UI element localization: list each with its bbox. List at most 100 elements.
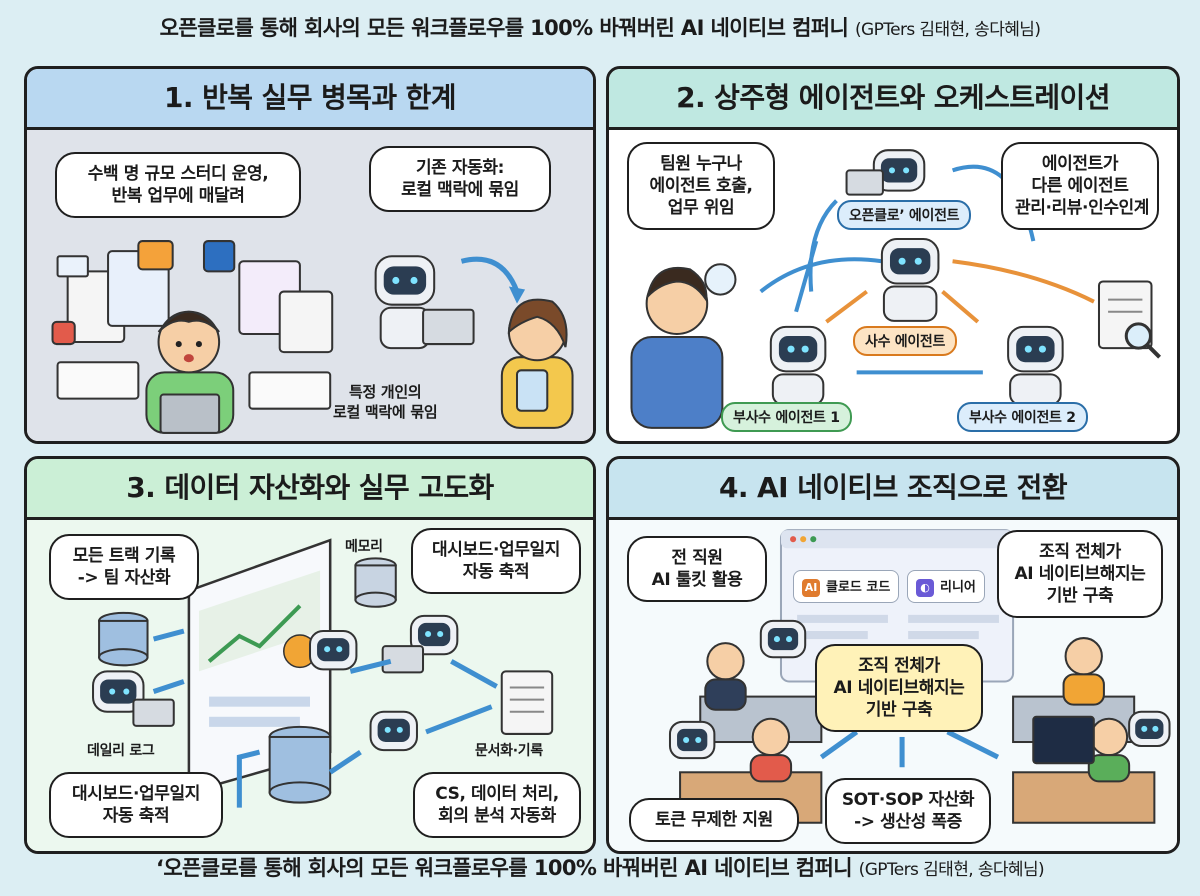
bubble-agent-management-line-2: 다른 에이전트 bbox=[1031, 176, 1129, 196]
arrow-icon bbox=[825, 289, 868, 324]
arrow-icon bbox=[460, 256, 520, 293]
bubble-track-records-line-1: 모든 트랙 기록 bbox=[72, 546, 176, 566]
bubble-dashboard-accumulation-top: 대시보드·업무일지 자동 축적 bbox=[411, 528, 581, 594]
megaphone-icon bbox=[704, 263, 737, 296]
bubble-org-foundation-center-line-1: 조직 전체가 bbox=[858, 656, 940, 676]
monitor-icon bbox=[1032, 715, 1095, 765]
bubble-ai-toolkit: 전 직원 AI 툴킷 활용 bbox=[627, 536, 767, 602]
footer-title-text: ‘오픈클로를 통해 회사의 모든 워크플로우를 100% 바꿔버린 AI 네이티… bbox=[155, 856, 853, 880]
browser-window-icon bbox=[779, 529, 1015, 683]
assistant-robot-icon bbox=[668, 720, 716, 760]
bubble-org-foundation-top-line-3: 기반 구축 bbox=[1046, 586, 1114, 606]
assistant-robot-icon bbox=[759, 619, 807, 659]
bubble-legacy-automation-line-2: 로컬 맥락에 묶임 bbox=[401, 180, 519, 200]
local-context-caption: 특정 개인의 로컬 맥락에 묶임 bbox=[333, 382, 438, 422]
arrow-icon bbox=[946, 729, 1000, 760]
analyst-robot-icon bbox=[308, 629, 358, 671]
bubble-ai-toolkit-line-1: 전 직원 bbox=[671, 548, 723, 568]
tag-junior-agent-1: 부사수 에이전트 1 bbox=[721, 402, 852, 432]
bubble-automation-tasks-line-1: CS, 데이터 처리, bbox=[435, 784, 559, 804]
label-memory: 메모리 bbox=[345, 539, 383, 555]
panel-bottleneck-title: 1. 반복 실무 병목과 한계 bbox=[27, 69, 593, 130]
claude-code-icon: AI bbox=[802, 578, 820, 597]
arrow-icon bbox=[794, 240, 819, 313]
bubble-agent-management: 에이전트가 다른 에이전트 관리·리뷰·인수인계 bbox=[1001, 142, 1159, 230]
employee-icon bbox=[704, 642, 747, 711]
bubble-automation-tasks-line-2: 회의 분석 자동화 bbox=[438, 806, 556, 826]
panel-bottleneck: 1. 반복 실무 병목과 한계 bbox=[24, 66, 596, 444]
panel-data-assets-body: 모든 트랙 기록 -> 팀 자산화 대시보드·업무일지 자동 축적 대시보드·업… bbox=[27, 520, 593, 851]
bubble-track-records-line-2: -> 팀 자산화 bbox=[77, 568, 171, 588]
arrow-icon bbox=[450, 659, 498, 689]
orchestration-illustration bbox=[630, 149, 1161, 429]
reporter-robot-icon bbox=[369, 710, 418, 752]
panel-ai-native: 4. AI 네이티브 조직으로 전환 bbox=[606, 456, 1180, 854]
bubble-sot-sop-line-1: SOT·SOP 자산화 bbox=[841, 790, 975, 810]
panel-data-assets-title: 3. 데이터 자산화와 실무 고도화 bbox=[27, 459, 593, 520]
bubble-manual-work-line-2: 반복 업무에 매달려 bbox=[111, 186, 245, 206]
bubble-manual-work-line-1: 수백 명 규모 스터디 운영, bbox=[87, 164, 269, 184]
openclaw-agent-robot-icon bbox=[845, 149, 926, 196]
arrow-icon bbox=[349, 658, 392, 674]
bubble-team-delegation-line-3: 업무 위임 bbox=[667, 198, 735, 218]
document-icon bbox=[500, 670, 554, 735]
employee-icon bbox=[1087, 717, 1131, 783]
tag-junior-agent-2: 부사수 에이전트 2 bbox=[957, 402, 1088, 432]
panel-data-assets: 3. 데이터 자산화와 실무 고도화 bbox=[24, 456, 596, 854]
daily-log-robot-icon bbox=[92, 670, 175, 727]
database-icon bbox=[98, 611, 149, 667]
document-pile-icon bbox=[51, 240, 334, 410]
document-review-icon bbox=[1097, 280, 1161, 359]
chip-claude-code-label: 클로드 코드 bbox=[826, 580, 891, 595]
memory-database-icon bbox=[354, 557, 397, 608]
central-database-icon bbox=[268, 725, 332, 804]
panel-orchestration-body: 팀원 누구나 에이전트 호출, 업무 위임 에이전트가 다른 에이전트 관리·리… bbox=[609, 130, 1177, 441]
main-title: 오픈클로를 통해 회사의 모든 워크플로우를 100% 바꿔버린 AI 네이티브… bbox=[0, 12, 1200, 52]
panel-ai-native-body: AI 클로드 코드 ◐ 리니어 전 직원 AI 툴킷 활용 조직 전체가 AI 네이… bbox=[609, 520, 1177, 851]
chip-linear-label: 리니어 bbox=[940, 580, 976, 595]
bubble-dashboard-accumulation-bottom: 대시보드·업무일지 자동 축적 bbox=[49, 772, 223, 838]
bubble-legacy-automation: 기존 자동화: 로컬 맥락에 묶임 bbox=[369, 146, 551, 212]
tag-openclaw-agent: 오픈클로’ 에이전트 bbox=[837, 200, 972, 230]
arrow-icon bbox=[236, 749, 261, 808]
bubble-sot-sop-line-2: -> 생산성 폭증 bbox=[854, 812, 962, 832]
bubble-org-foundation-center-line-2: AI 네이티브해지는 bbox=[833, 678, 965, 698]
main-title-credit: (GPTers 김태현, 송다혜님) bbox=[854, 20, 1041, 40]
desk-icon bbox=[1012, 771, 1156, 824]
panel-orchestration-title: 2. 상주형 에이전트와 오케스트레이션 bbox=[609, 69, 1177, 130]
arrow-icon bbox=[808, 199, 838, 292]
arrow-icon bbox=[941, 290, 980, 324]
automation-robot-icon bbox=[374, 255, 475, 350]
footer-title-credit: (GPTers 김태현, 송다혜님) bbox=[858, 860, 1045, 880]
bubble-org-foundation-top-line-2: AI 네이티브해지는 bbox=[1014, 564, 1146, 584]
arrow-icon bbox=[425, 704, 493, 735]
local-context-caption-line-2: 로컬 맥락에 묶임 bbox=[333, 403, 438, 421]
stressed-worker-icon bbox=[145, 310, 235, 434]
tag-senior-agent: 사수 에이전트 bbox=[853, 326, 958, 356]
linear-icon: ◐ bbox=[916, 578, 934, 597]
bubble-dashboard-accumulation-bottom-line-1: 대시보드·업무일지 bbox=[72, 784, 200, 804]
panel-bottleneck-body: 수백 명 규모 스터디 운영, 반복 업무에 매달려 기존 자동화: 로컬 맥락… bbox=[27, 130, 593, 441]
ai-native-illustration bbox=[668, 529, 1171, 824]
local-context-caption-line-1: 특정 개인의 bbox=[348, 383, 422, 401]
chip-linear[interactable]: ◐ 리니어 bbox=[907, 570, 985, 603]
senior-agent-robot-icon bbox=[880, 238, 940, 322]
arrow-icon bbox=[328, 750, 362, 775]
chip-claude-code[interactable]: AI 클로드 코드 bbox=[793, 570, 900, 603]
team-member-icon bbox=[630, 263, 737, 429]
writer-robot-icon bbox=[381, 614, 459, 674]
arrow-icon bbox=[819, 729, 859, 760]
bubble-legacy-automation-line-1: 기존 자동화: bbox=[415, 158, 505, 178]
label-documentation: 문서화·기록 bbox=[475, 743, 543, 759]
bubble-track-records: 모든 트랙 기록 -> 팀 자산화 bbox=[49, 534, 199, 600]
bubble-ai-toolkit-line-2: AI 툴킷 활용 bbox=[651, 570, 743, 590]
bubble-team-delegation: 팀원 누구나 에이전트 호출, 업무 위임 bbox=[627, 142, 775, 230]
bubble-manual-work: 수백 명 규모 스터디 운영, 반복 업무에 매달려 bbox=[55, 152, 301, 218]
bubble-dashboard-accumulation-bottom-line-2: 자동 축적 bbox=[102, 806, 170, 826]
bubble-unlimited-tokens: 토큰 무제한 지원 bbox=[629, 798, 799, 842]
employee-icon bbox=[1062, 637, 1105, 706]
bubble-team-delegation-line-2: 에이전트 호출, bbox=[649, 176, 753, 196]
bubble-org-foundation-center-line-3: 기반 구축 bbox=[865, 700, 933, 720]
junior-agent-2-robot-icon bbox=[1007, 325, 1064, 406]
bubble-org-foundation-top: 조직 전체가 AI 네이티브해지는 기반 구축 bbox=[997, 530, 1163, 618]
